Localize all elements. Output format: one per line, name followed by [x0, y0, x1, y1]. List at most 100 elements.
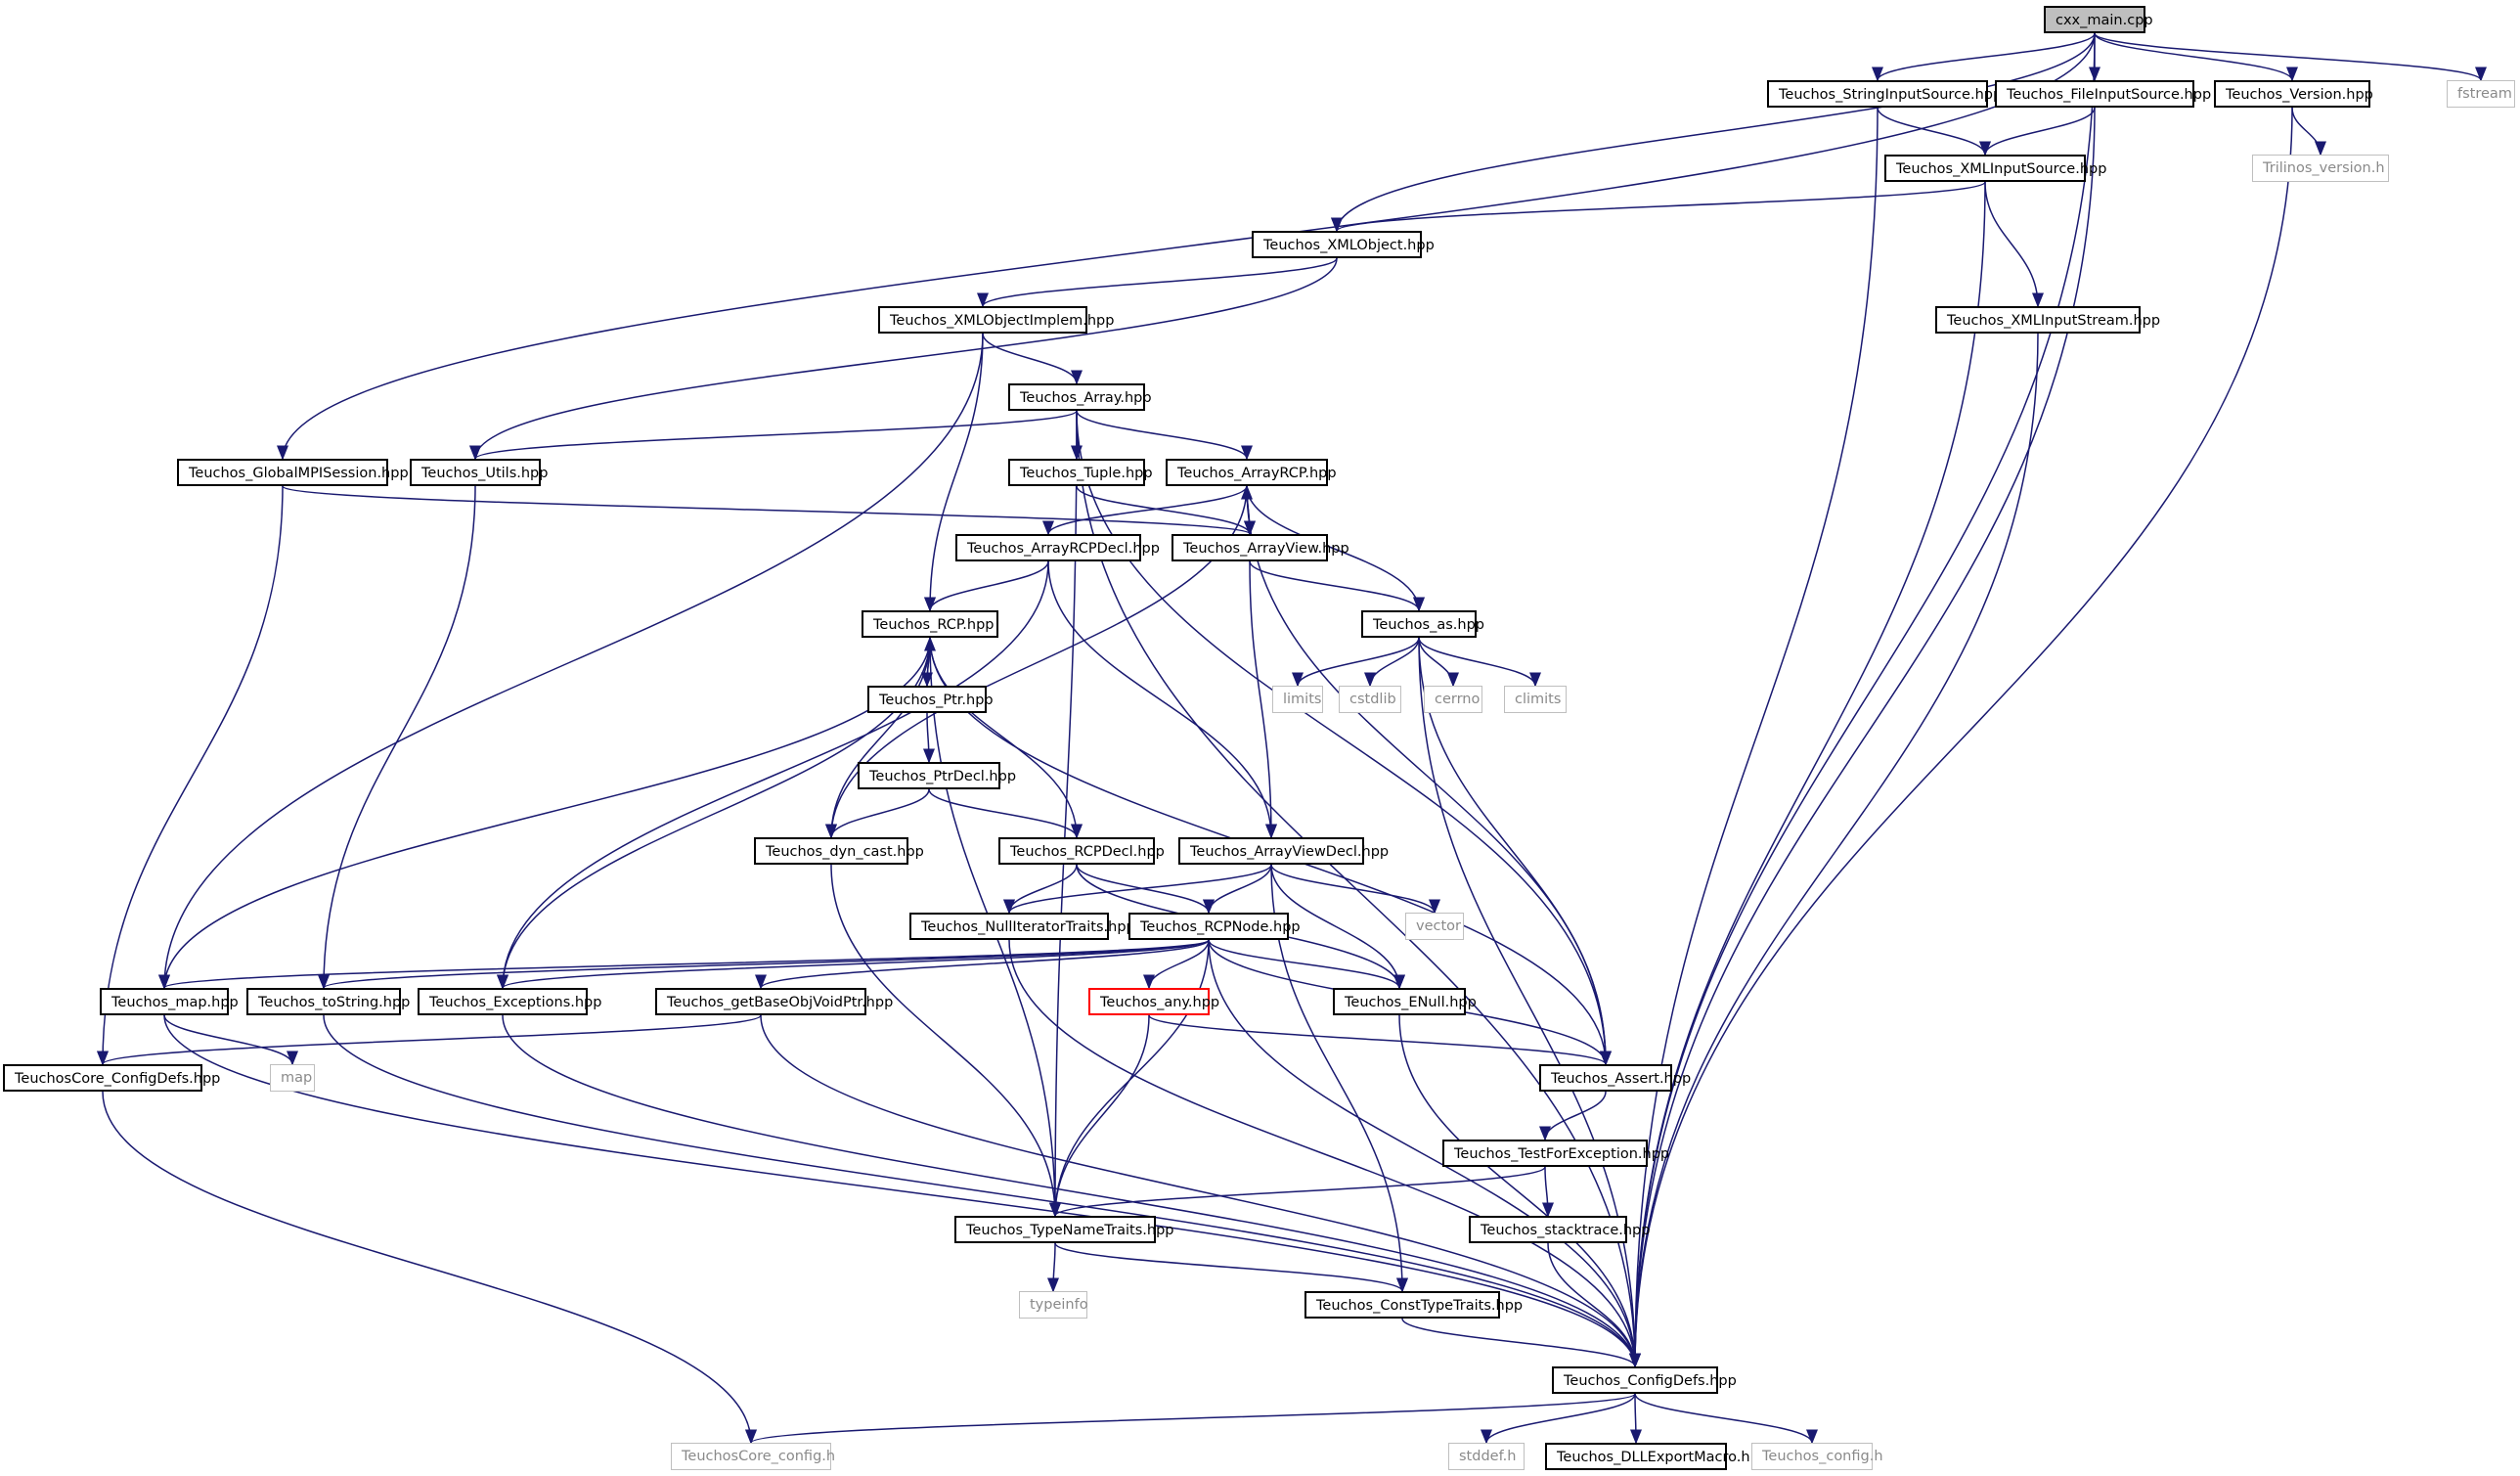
- node-to-string[interactable]: Teuchos_toString.hpp: [246, 988, 410, 1015]
- node-utils[interactable]: Teuchos_Utils.hpp: [410, 459, 548, 486]
- edge-array_rcp-to-array_rcp_decl: [1042, 485, 1248, 536]
- edge-array_rcp_decl-to-array_view_decl: [1047, 560, 1277, 839]
- edge-array_view_decl-to-rcp_node: [1203, 864, 1272, 915]
- edge-global_mpi_session-to-array_view: [282, 485, 1256, 536]
- edge-rcp_node-to-config_defs: [1208, 939, 1641, 1368]
- node-assert[interactable]: Teuchos_Assert.hpp: [1539, 1064, 1691, 1092]
- node-vector[interactable]: vector: [1405, 913, 1464, 940]
- node-ptr[interactable]: Teuchos_Ptr.hpp: [867, 686, 994, 713]
- node-cstdlib[interactable]: cstdlib: [1339, 686, 1401, 713]
- edge-rcp_node-to-map_hpp: [158, 939, 1210, 990]
- node-any[interactable]: Teuchos_any.hpp: [1088, 988, 1219, 1015]
- edge-string_input_source-to-config_defs: [1629, 107, 1879, 1368]
- node-xml-input-source[interactable]: Teuchos_XMLInputSource.hpp: [1884, 155, 2106, 182]
- edge-ptr-to-rcp: [923, 636, 936, 687]
- node-rcp-decl[interactable]: Teuchos_RCPDecl.hpp: [998, 837, 1165, 865]
- edge-rcp_node-to-type_name_traits: [1049, 939, 1210, 1218]
- edge-const_type_traits-to-config_defs: [1401, 1318, 1641, 1368]
- node-rcp[interactable]: Teuchos_RCP.hpp: [862, 610, 998, 638]
- node-core-config-defs[interactable]: TeuchosCore_ConfigDefs.hpp: [3, 1064, 220, 1092]
- edge-test_for_exception-to-stacktrace: [1541, 1166, 1554, 1218]
- node-xml-object[interactable]: Teuchos_XMLObject.hpp: [1252, 231, 1435, 258]
- node-array-view[interactable]: Teuchos_ArrayView.hpp: [1172, 534, 1349, 561]
- edge-enull-to-config_defs: [1398, 1014, 1641, 1368]
- edge-cxx_main-to-string_input_source: [1872, 32, 2096, 82]
- node-typeinfo[interactable]: typeinfo: [1019, 1291, 1088, 1319]
- node-ptr-decl[interactable]: Teuchos_PtrDecl.hpp: [858, 762, 1016, 789]
- edge-rcp_node-to-exceptions: [497, 939, 1210, 990]
- node-array-view-decl[interactable]: Teuchos_ArrayViewDecl.hpp: [1178, 837, 1389, 865]
- edge-array_view-to-array_view_decl: [1249, 560, 1277, 839]
- edge-array_rcp_decl-to-rcp: [924, 560, 1049, 612]
- edge-xml_object-to-utils: [469, 257, 1338, 461]
- edge-get_base_obj-to-config_defs: [760, 1014, 1641, 1368]
- node-rcp-node[interactable]: Teuchos_RCPNode.hpp: [1128, 913, 1301, 940]
- edge-null_iterator_traits-to-config_defs: [1008, 939, 1641, 1368]
- node-as[interactable]: Teuchos_as.hpp: [1361, 610, 1484, 638]
- node-array[interactable]: Teuchos_Array.hpp: [1008, 383, 1152, 411]
- edge-cxx_main-to-fstream: [2094, 32, 2487, 82]
- node-const-type-traits[interactable]: Teuchos_ConstTypeTraits.hpp: [1304, 1291, 1523, 1319]
- edge-global_mpi_session-to-core_config_defs: [97, 485, 284, 1066]
- edge-tuple-to-array_view: [1076, 485, 1256, 536]
- node-xml-object-implem[interactable]: Teuchos_XMLObjectImplem.hpp: [878, 306, 1114, 334]
- edge-map_hpp-to-config_defs: [163, 1014, 1641, 1368]
- edge-as-to-limits: [1292, 637, 1420, 688]
- node-stacktrace[interactable]: Teuchos_stacktrace.hpp: [1469, 1216, 1650, 1243]
- edge-xml_input_source-to-xml_object: [1331, 181, 1986, 233]
- node-dll-export-macro[interactable]: Teuchos_DLLExportMacro.h: [1545, 1443, 1750, 1470]
- node-tuple[interactable]: Teuchos_Tuple.hpp: [1008, 459, 1153, 486]
- node-null-iterator-traits[interactable]: Teuchos_NullIteratorTraits.hpp: [909, 913, 1135, 940]
- node-map-hpp[interactable]: Teuchos_map.hpp: [100, 988, 239, 1015]
- node-type-name-traits[interactable]: Teuchos_TypeNameTraits.hpp: [954, 1216, 1173, 1243]
- edge-ptr-to-ptr_decl: [922, 712, 935, 764]
- node-map[interactable]: map: [270, 1064, 315, 1092]
- edge-cxx_main-to-version: [2094, 32, 2298, 82]
- edge-array_rcp_decl-to-exceptions: [497, 560, 1049, 990]
- edge-xml_object_implem-to-map_hpp: [158, 333, 984, 990]
- node-enull[interactable]: Teuchos_ENull.hpp: [1333, 988, 1477, 1015]
- node-trilinos-version[interactable]: Trilinos_version.h: [2252, 155, 2389, 182]
- node-exceptions[interactable]: Teuchos_Exceptions.hpp: [418, 988, 601, 1015]
- node-cerrno[interactable]: cerrno: [1424, 686, 1482, 713]
- edge-version-to-trilinos_version: [2291, 107, 2326, 157]
- edge-rcp-to-dyn_cast: [825, 637, 931, 839]
- node-array-rcp[interactable]: Teuchos_ArrayRCP.hpp: [1166, 459, 1337, 486]
- node-config-h[interactable]: Teuchos_config.h: [1751, 1443, 1883, 1470]
- node-climits[interactable]: climits: [1504, 686, 1567, 713]
- edge-array-to-array_rcp: [1076, 410, 1253, 461]
- edge-cxx_main-to-config_defs: [1629, 32, 2096, 1368]
- node-config-defs[interactable]: Teuchos_ConfigDefs.hpp: [1552, 1366, 1737, 1394]
- node-core-config[interactable]: TeuchosCore_config.h: [671, 1443, 835, 1470]
- edge-stacktrace-to-config_defs: [1547, 1242, 1641, 1368]
- node-version[interactable]: Teuchos_Version.hpp: [2214, 80, 2373, 108]
- edge-any-to-type_name_traits: [1049, 1014, 1150, 1218]
- node-xml-input-stream[interactable]: Teuchos_XMLInputStream.hpp: [1935, 306, 2160, 334]
- node-fstream[interactable]: fstream: [2447, 80, 2515, 108]
- node-array-rcp-decl[interactable]: Teuchos_ArrayRCPDecl.hpp: [955, 534, 1160, 561]
- node-test-for-exception[interactable]: Teuchos_TestForException.hpp: [1442, 1140, 1669, 1167]
- node-file-input-source[interactable]: Teuchos_FileInputSource.hpp: [1995, 80, 2211, 108]
- edge-config_defs-to-core_config: [745, 1393, 1636, 1445]
- node-stddef[interactable]: stddef.h: [1448, 1443, 1525, 1470]
- edge-cxx_main-to-xml_object: [1331, 32, 2096, 233]
- edge-as-to-climits: [1418, 637, 1541, 688]
- node-cxx-main[interactable]: cxx_main.cpp: [2044, 6, 2153, 33]
- edge-as-to-cerrno: [1418, 637, 1459, 688]
- edge-type_name_traits-to-typeinfo: [1047, 1242, 1060, 1293]
- node-dyn-cast[interactable]: Teuchos_dyn_cast.hpp: [754, 837, 924, 865]
- edge-exceptions-to-config_defs: [502, 1014, 1641, 1368]
- node-string-input-source[interactable]: Teuchos_StringInputSource.hpp: [1767, 80, 2002, 108]
- edge-xml_input_source-to-config_defs: [1629, 181, 1986, 1368]
- edge-config_defs-to-dll_export: [1629, 1393, 1642, 1445]
- node-limits[interactable]: limits: [1272, 686, 1323, 713]
- edge-array_view_decl-to-null_iterator_traits: [1003, 864, 1272, 915]
- node-get-base-obj-void-ptr[interactable]: Teuchos_getBaseObjVoidPtr.hpp: [655, 988, 893, 1015]
- edge-xml_object_implem-to-array: [982, 333, 1083, 385]
- edge-dyn_cast-to-type_name_traits: [830, 864, 1061, 1218]
- edge-rcp_node-to-enull: [1208, 939, 1405, 990]
- edge-get_base_obj-to-core_config_defs: [97, 1014, 762, 1066]
- node-global-mpi-session[interactable]: Teuchos_GlobalMPISession.hpp: [177, 459, 409, 486]
